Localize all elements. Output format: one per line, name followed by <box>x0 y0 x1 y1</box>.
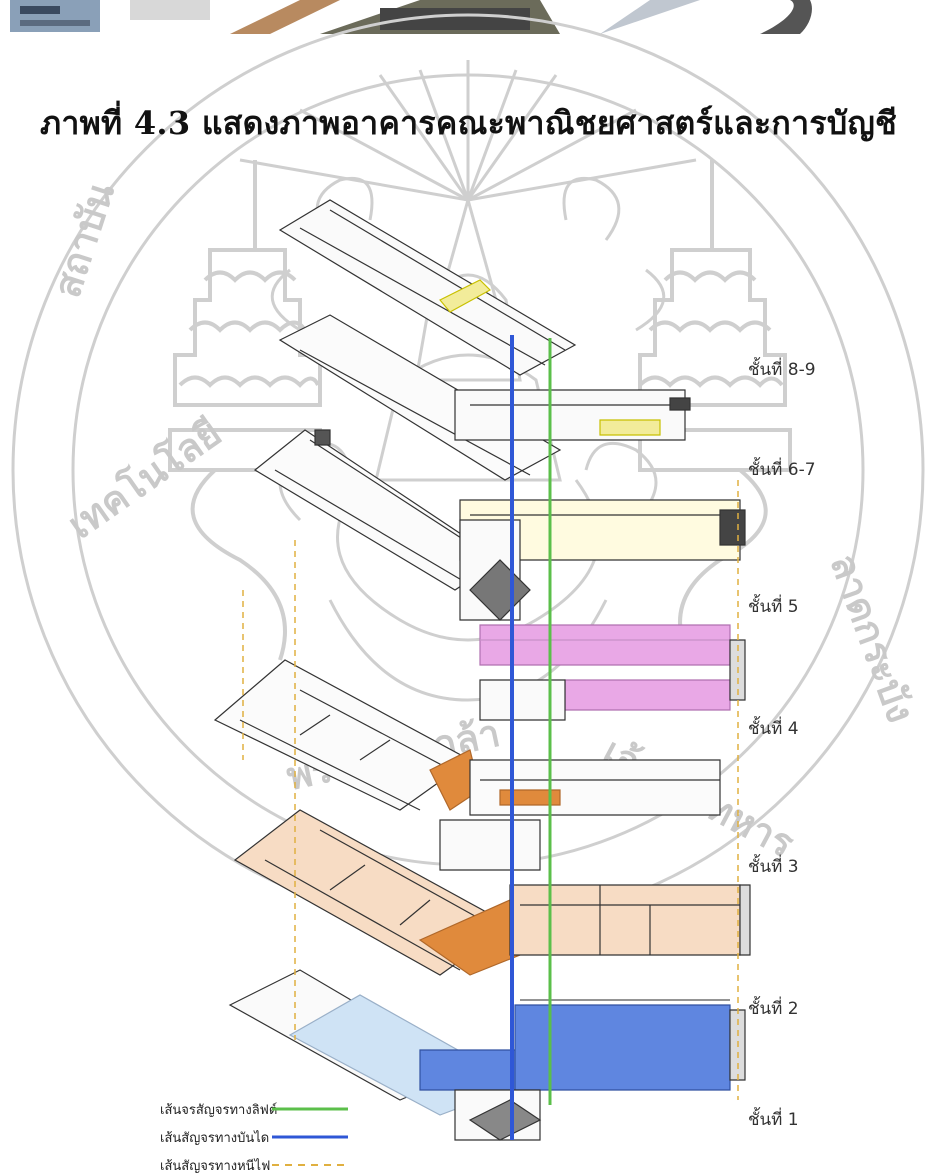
floor-label-2: ชั้นที่ 2 <box>748 999 799 1019</box>
figure-caption: ภาพที่ 4.3 แสดงภาพอาคารคณะพาณิชยศาสตร์แล… <box>39 104 898 142</box>
floor-6-7-plan <box>253 429 746 621</box>
legend-swatches <box>272 1107 348 1166</box>
legend-fire-label: เส้นสัญจรทางหนีไฟ <box>160 1159 271 1174</box>
floor-label-8-9: ชั้นที่ 8-9 <box>748 360 816 380</box>
floor-label-1: ชั้นที่ 1 <box>748 1110 799 1130</box>
floor-2-plan <box>228 969 746 1141</box>
floor-5-plan <box>479 624 746 721</box>
floor-label-6-7: ชั้นที่ 6-7 <box>748 460 816 480</box>
legend-stair-label: เส้นสัญจรทางบันได <box>160 1131 270 1146</box>
floor-label-5: ชั้นที่ 5 <box>748 597 799 617</box>
floor-label-4: ชั้นที่ 4 <box>748 719 799 739</box>
floor-4-plan <box>213 659 721 871</box>
floor-8-9-plan <box>278 199 691 481</box>
floor-3-plan <box>233 809 751 976</box>
legend-lift-label: เส้นจรสัญจรทางลิฟต์ <box>160 1103 278 1118</box>
floor-label-3: ชั้นที่ 3 <box>748 857 799 877</box>
